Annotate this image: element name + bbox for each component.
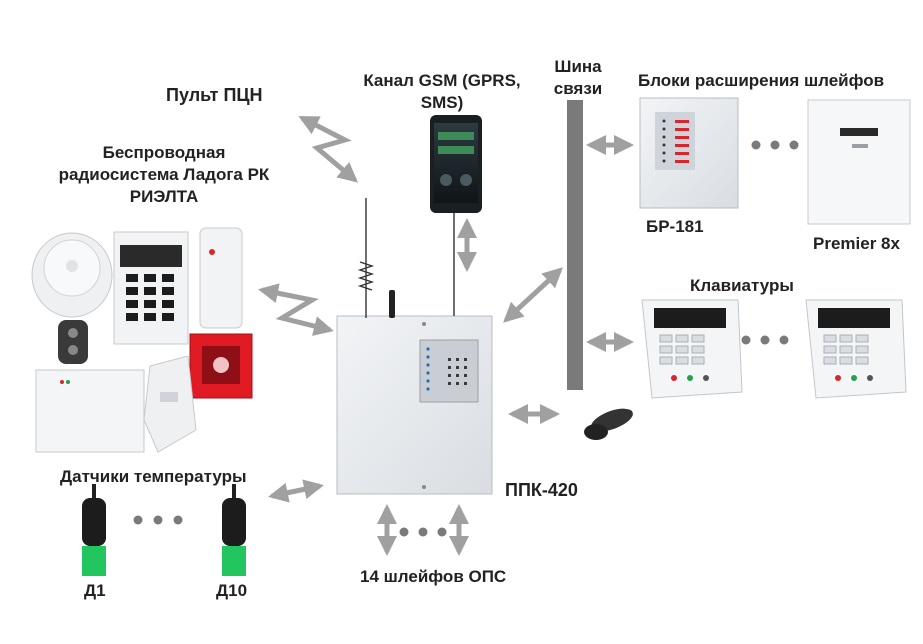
- arrow-bus-panel: [503, 267, 563, 323]
- wireless-system-label: Беспроводная радиосистема Ладога РК РИЭЛ…: [40, 142, 288, 208]
- control-panel-ppk420: [336, 198, 493, 495]
- smartphone-icon: [430, 115, 482, 213]
- door-sensor-icon: [199, 227, 243, 329]
- keypads-label: Клавиатуры: [690, 276, 794, 295]
- ellipsis-loops-icon: [399, 527, 447, 537]
- wireless-label-line3: РИЭЛТА: [129, 187, 199, 206]
- wireless-label-line2: радиосистема Ладога РК: [58, 165, 270, 184]
- gsm-channel-label: Канал GSM (GPRS, SMS): [357, 70, 527, 114]
- key-fob-icon: [584, 408, 633, 440]
- bus-label: Шина связи: [545, 56, 611, 100]
- bus-label-line2: связи: [553, 79, 603, 98]
- loops-label: 14 шлейфов ОПС: [360, 567, 507, 586]
- radio-keypad-icon: [113, 231, 189, 345]
- keypad-2-icon: [805, 299, 907, 399]
- temperature-sensor-d10-icon: [222, 484, 246, 576]
- radio-extender-icon: [35, 369, 145, 453]
- console-label: Пульт ПЦН: [166, 85, 263, 105]
- smoke-detector-icon: [31, 232, 113, 318]
- zigzag-arrow-console: [298, 115, 359, 183]
- ellipsis-expanders-icon: [751, 140, 799, 150]
- manual-call-point-icon: [189, 333, 253, 399]
- expander-br181-icon: [639, 97, 739, 209]
- gsm-label-line2: SMS): [420, 93, 464, 112]
- temperature-sensor-d1-icon: [82, 484, 106, 576]
- ellipsis-keypads-icon: [741, 335, 789, 345]
- sensor-d1-label: Д1: [84, 581, 106, 600]
- ppk-label: ППК-420: [505, 480, 578, 500]
- motion-detector-icon: [143, 355, 197, 453]
- ellipsis-sensors-icon: [133, 515, 183, 525]
- communication-bus: [567, 100, 583, 390]
- bus-label-line1: Шина: [554, 57, 602, 76]
- keypad-1-icon: [641, 299, 743, 399]
- arrow-temp: [268, 479, 324, 503]
- temp-sensors-label: Датчики температуры: [60, 467, 247, 486]
- sensor-d10-label: Д10: [216, 581, 248, 600]
- zigzag-arrow-wireless: [258, 283, 334, 336]
- expanders-label: Блоки расширения шлейфов: [638, 71, 885, 90]
- remote-key-fob-icon: [58, 320, 88, 364]
- expander-premier-icon: [807, 99, 911, 225]
- br181-label: БР-181: [646, 217, 704, 236]
- gsm-label-line1: Канал GSM (GPRS,: [363, 71, 521, 90]
- premier-label: Premier 8x: [813, 234, 900, 253]
- wireless-label-line1: Беспроводная: [102, 143, 226, 162]
